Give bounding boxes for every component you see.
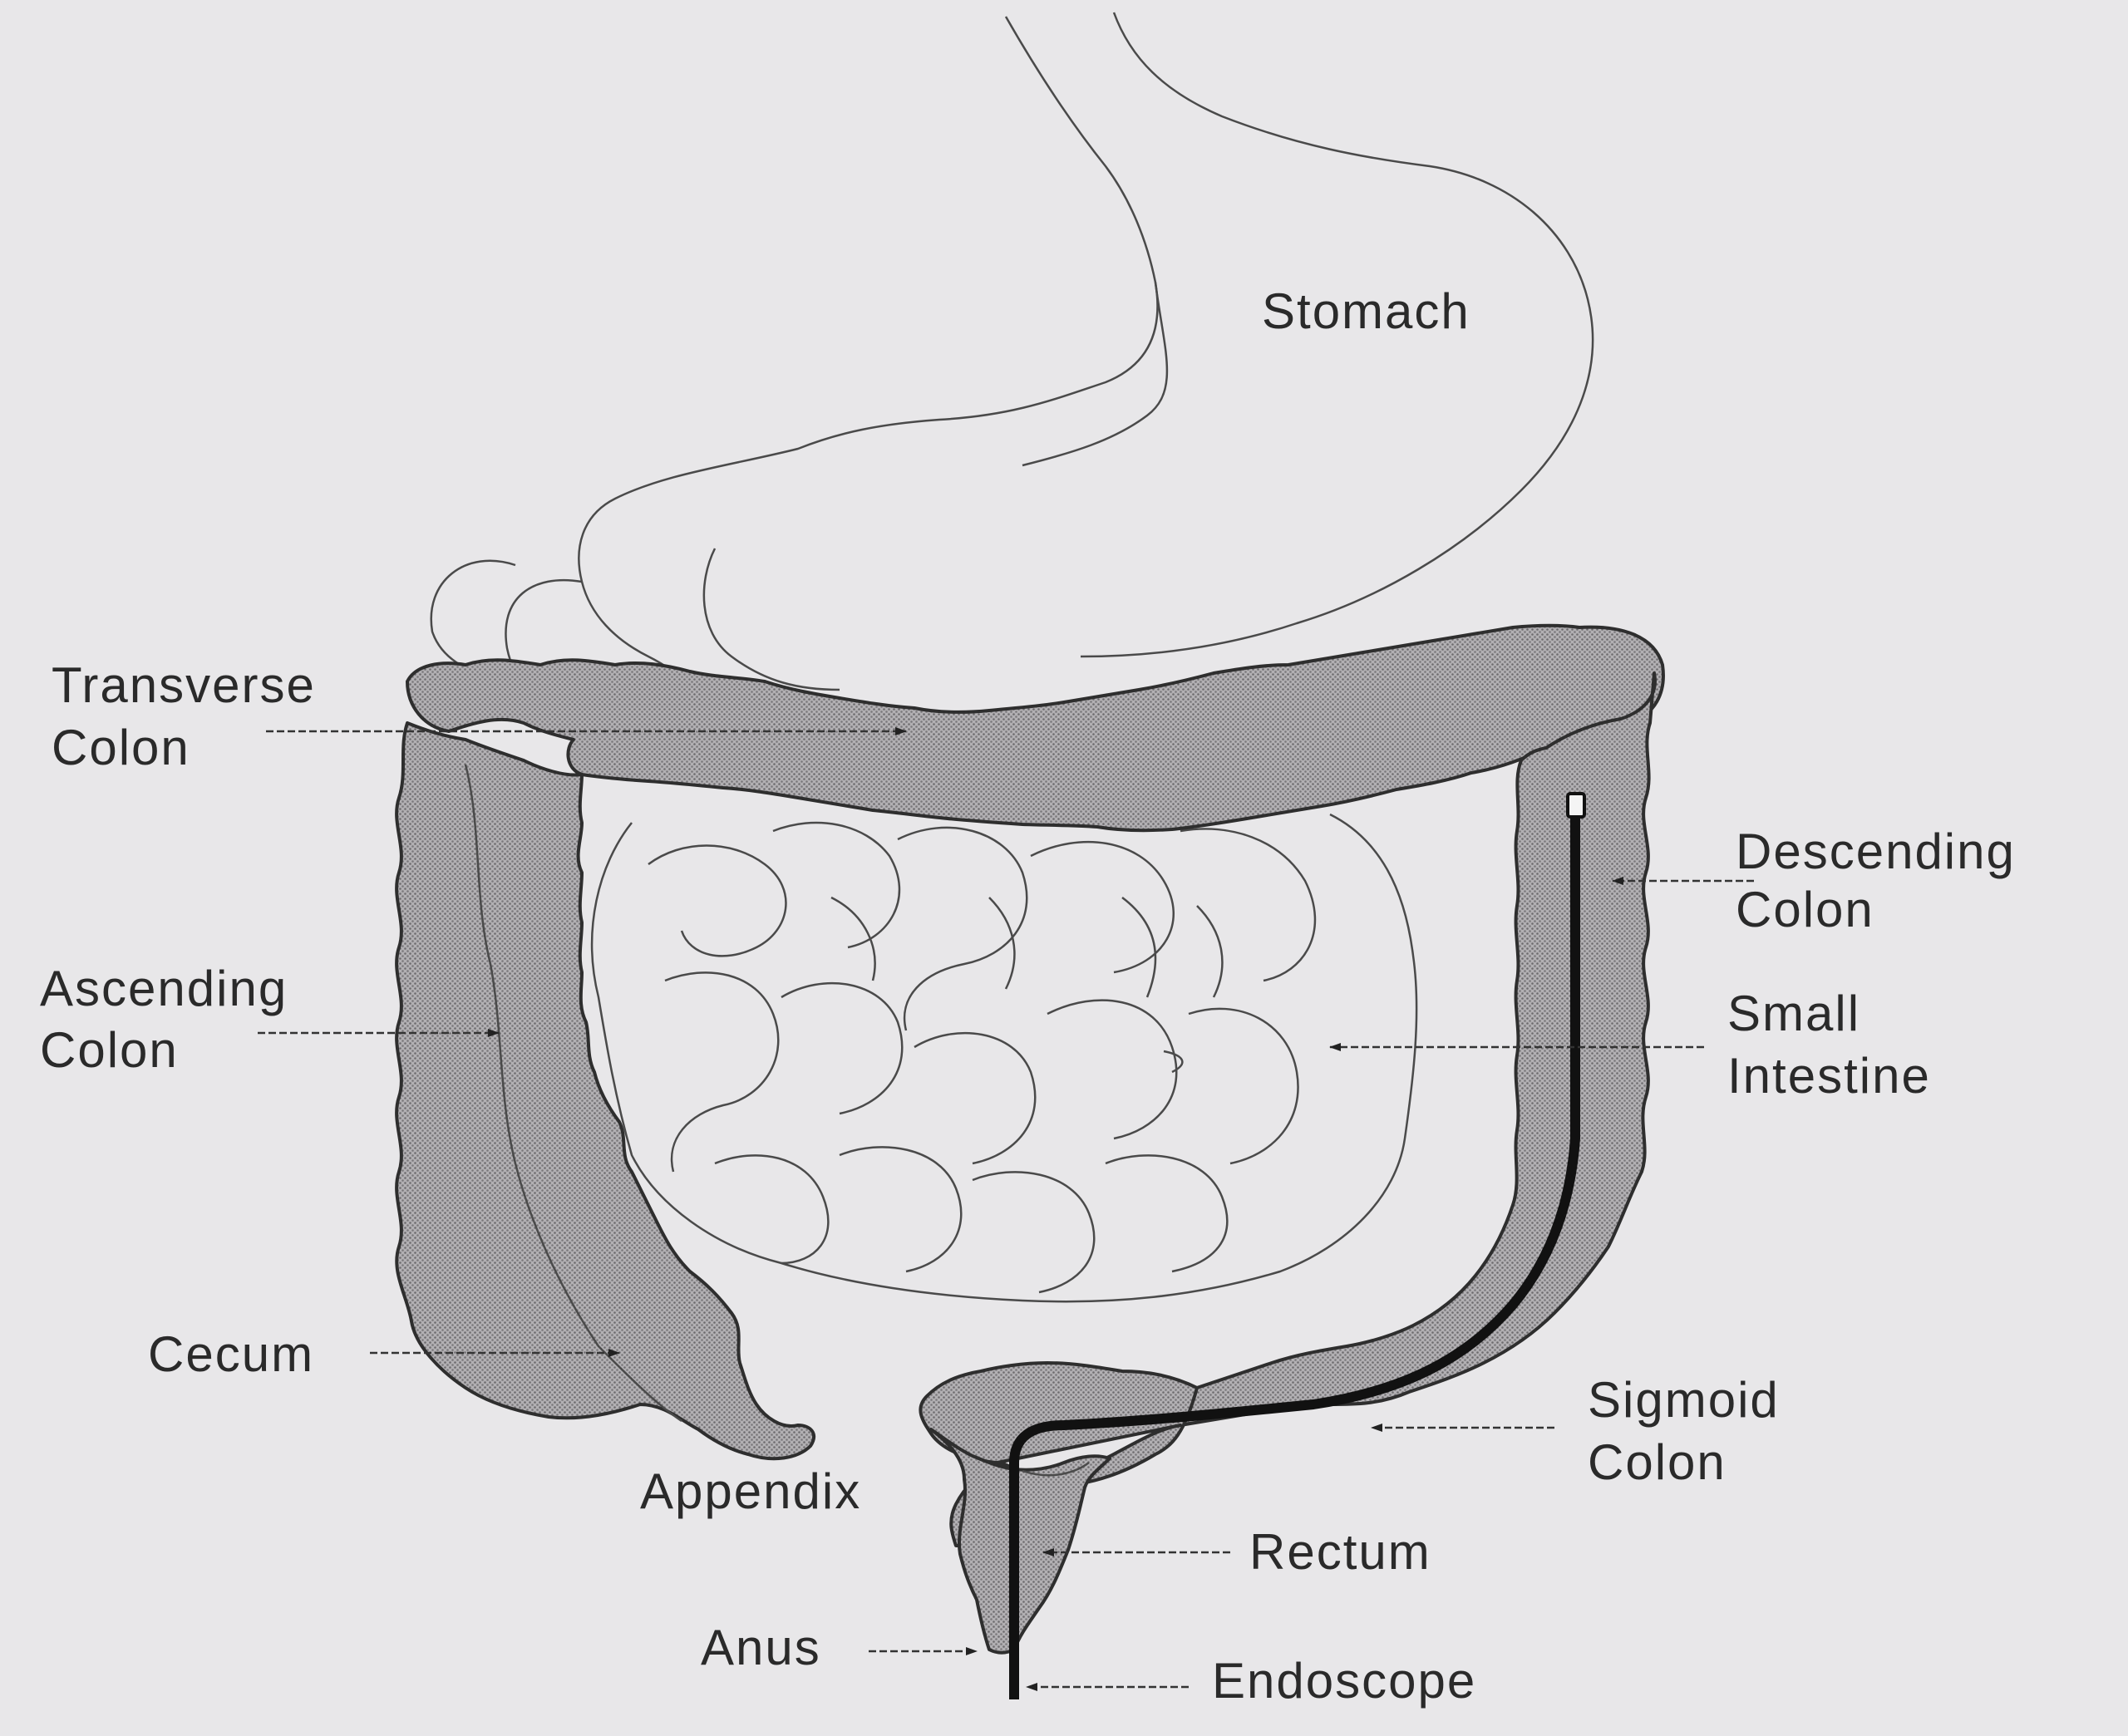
small-intestine: [590, 813, 1418, 1303]
label-cecum: Cecum: [148, 1326, 314, 1382]
label-small-intestine-1: Small: [1727, 986, 1860, 1041]
label-sigmoid-colon-2: Colon: [1588, 1434, 1727, 1490]
endoscope-tip: [1566, 792, 1586, 819]
label-appendix: Appendix: [640, 1463, 861, 1519]
label-descending-colon-1: Descending: [1736, 824, 2016, 879]
labels: Stomach Transverse Colon Ascending Colon…: [40, 283, 2016, 1709]
label-ascending-colon-1: Ascending: [40, 961, 288, 1016]
label-descending-colon-2: Colon: [1736, 882, 1874, 937]
label-transverse-colon-2: Colon: [52, 720, 190, 775]
leader-lines: [258, 727, 1754, 1691]
label-transverse-colon-1: Transverse: [52, 657, 316, 713]
label-rectum: Rectum: [1249, 1524, 1431, 1580]
label-stomach: Stomach: [1262, 283, 1470, 339]
stomach-outline: [578, 12, 1594, 724]
rectum-inner-line: [1022, 1461, 1090, 1477]
label-anus: Anus: [701, 1620, 821, 1675]
label-ascending-colon-2: Colon: [40, 1022, 179, 1078]
endoscope: [1009, 792, 1586, 1699]
transverse-colon: [406, 623, 1665, 833]
ascending-colon: [395, 721, 815, 1461]
label-small-intestine-2: Intestine: [1727, 1048, 1931, 1104]
label-endoscope: Endoscope: [1212, 1653, 1476, 1709]
rectum: [929, 1428, 1111, 1655]
label-sigmoid-colon-1: Sigmoid: [1588, 1372, 1780, 1428]
ascending-colon-inner-line: [464, 764, 682, 1423]
